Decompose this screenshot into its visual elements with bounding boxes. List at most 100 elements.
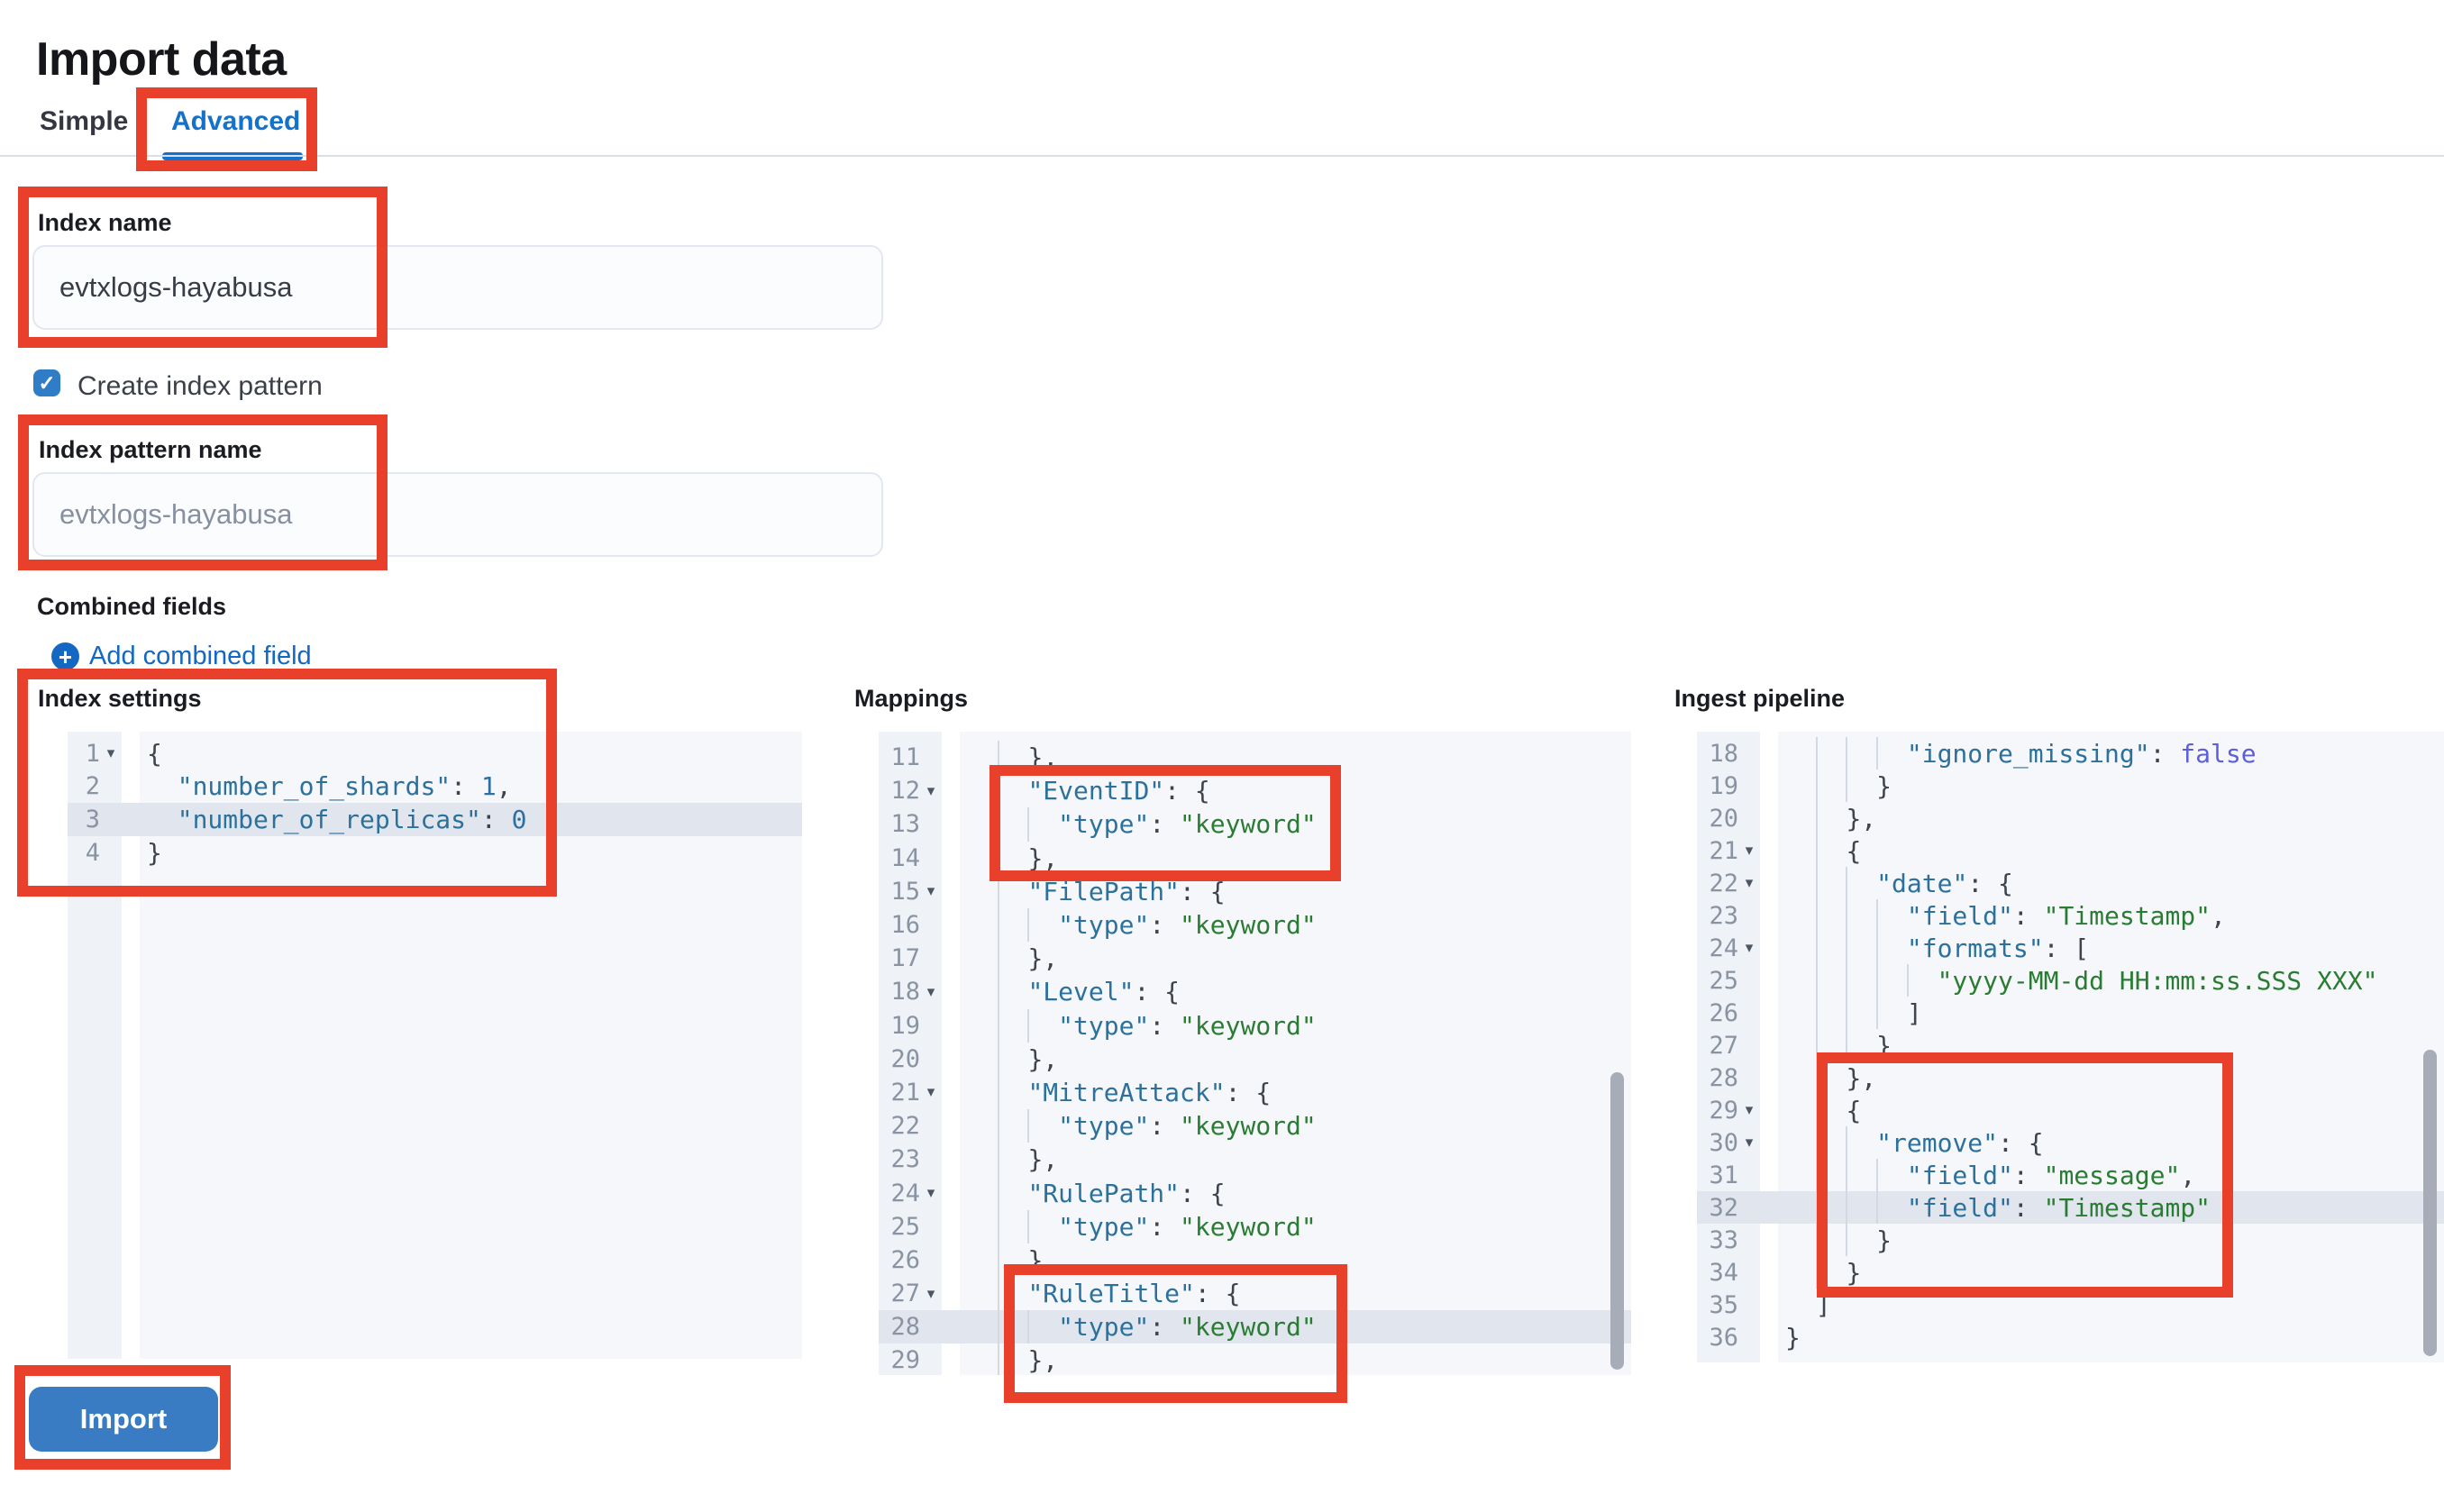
code-line[interactable]: 21▾ "MitreAttack": { — [879, 1075, 1631, 1110]
line-number: 19 — [1709, 771, 1738, 800]
code-line[interactable]: 25 "type": "keyword" — [879, 1209, 1631, 1243]
code-line[interactable]: 25 "yyyy-MM-dd HH:mm:ss.SSS XXX" — [1697, 964, 2444, 997]
code-line[interactable]: 15▾ "FilePath": { — [879, 874, 1631, 908]
code-line[interactable]: 29▾ { — [1697, 1094, 2444, 1126]
code-line[interactable]: 29 }, — [879, 1343, 1631, 1375]
code-line[interactable]: 22 "type": "keyword" — [879, 1109, 1631, 1143]
code-line[interactable]: 11 }, — [879, 741, 1631, 775]
line-number: 18 — [890, 978, 920, 1006]
code-line[interactable]: 28 }, — [1697, 1061, 2444, 1094]
create-index-pattern-label[interactable]: Create index pattern — [78, 371, 323, 401]
line-number: 26 — [890, 1245, 920, 1274]
line-number: 21 — [890, 1078, 920, 1107]
code-line[interactable]: 16 "type": "keyword" — [879, 907, 1631, 943]
line-number: 24 — [1709, 934, 1738, 962]
fold-arrow-icon[interactable]: ▾ — [926, 1184, 935, 1202]
code-line[interactable]: 20 }, — [879, 1042, 1631, 1076]
line-number: 31 — [1709, 1161, 1738, 1189]
fold-arrow-icon[interactable]: ▾ — [926, 781, 935, 799]
index-settings-editor[interactable]: 1▾{2 "number_of_shards": 1,3 "number_of_… — [68, 732, 802, 1359]
check-icon: ✓ — [38, 370, 56, 395]
fold-arrow-icon[interactable]: ▾ — [926, 882, 935, 900]
mappings-scrollbar-thumb[interactable] — [1610, 1072, 1624, 1370]
tab-advanced[interactable]: Advanced — [171, 106, 301, 136]
line-number: 20 — [1709, 804, 1738, 833]
fold-arrow-icon[interactable]: ▾ — [1745, 939, 1754, 956]
code-line[interactable]: 4} — [68, 836, 802, 870]
code-line[interactable]: 36} — [1697, 1321, 2444, 1353]
line-number: 16 — [890, 911, 920, 940]
combined-fields-label: Combined fields — [37, 593, 227, 620]
line-number: 28 — [890, 1313, 920, 1342]
code-line[interactable]: 1▾{ — [68, 737, 802, 770]
line-number: 27 — [890, 1280, 920, 1308]
code-line[interactable]: 22▾ "date": { — [1697, 867, 2444, 899]
code-line[interactable]: 30▾ "remove": { — [1697, 1126, 2444, 1159]
line-number: 28 — [1709, 1063, 1738, 1092]
line-number: 21 — [1709, 836, 1738, 865]
code-line[interactable]: 12▾ "EventID": { — [879, 774, 1631, 808]
code-line[interactable]: 19 } — [1697, 770, 2444, 802]
code-line[interactable]: 20 }, — [1697, 802, 2444, 834]
code-line[interactable]: 34 } — [1697, 1256, 2444, 1289]
code-line[interactable]: 27 } — [1697, 1029, 2444, 1061]
fold-arrow-icon[interactable]: ▾ — [926, 982, 935, 1000]
fold-arrow-icon[interactable]: ▾ — [926, 1083, 935, 1101]
mappings-editor[interactable]: 11 },12▾ "EventID": {13 "type": "keyword… — [879, 732, 1631, 1375]
code-line[interactable]: 35 ] — [1697, 1289, 2444, 1321]
line-number: 19 — [890, 1011, 920, 1040]
code-line[interactable]: 32 "field": "Timestamp" — [1697, 1191, 2444, 1224]
fold-arrow-icon[interactable]: ▾ — [1745, 1134, 1754, 1151]
code-line[interactable]: 21▾ { — [1697, 834, 2444, 867]
code-line[interactable]: 18 "ignore_missing": false — [1697, 737, 2444, 770]
line-number: 1 — [85, 739, 100, 768]
fold-arrow-icon[interactable]: ▾ — [106, 744, 115, 762]
fold-arrow-icon[interactable]: ▾ — [1745, 842, 1754, 859]
import-button[interactable]: Import — [29, 1387, 218, 1452]
tab-simple[interactable]: Simple — [40, 106, 129, 136]
editor-gutter — [68, 732, 122, 1359]
index-pattern-name-input[interactable] — [32, 472, 883, 557]
line-number: 32 — [1709, 1193, 1738, 1222]
line-number: 25 — [1709, 966, 1738, 995]
line-number: 27 — [1709, 1031, 1738, 1060]
create-index-pattern-checkbox[interactable]: ✓ — [33, 369, 60, 396]
line-number: 13 — [890, 810, 920, 839]
code-line[interactable]: 18▾ "Level": { — [879, 975, 1631, 1009]
code-line[interactable]: 26 }, — [879, 1243, 1631, 1277]
code-line[interactable]: 33 } — [1697, 1224, 2444, 1256]
plus-icon: + — [51, 642, 79, 670]
add-combined-field-link[interactable]: + Add combined field — [51, 642, 312, 671]
line-number: 18 — [1709, 739, 1738, 768]
fold-arrow-icon[interactable]: ▾ — [926, 1284, 935, 1302]
line-number: 34 — [1709, 1258, 1738, 1287]
line-number: 36 — [1709, 1323, 1738, 1352]
line-number: 20 — [890, 1044, 920, 1073]
line-number: 11 — [890, 743, 920, 772]
code-line[interactable]: 17 }, — [879, 942, 1631, 976]
code-line[interactable]: 3 "number_of_replicas": 0 — [68, 803, 802, 836]
code-line[interactable]: 26 ] — [1697, 997, 2444, 1029]
index-name-input[interactable] — [32, 245, 883, 330]
code-line[interactable]: 19 "type": "keyword" — [879, 1008, 1631, 1043]
code-line[interactable]: 2 "number_of_shards": 1, — [68, 770, 802, 804]
line-number: 26 — [1709, 998, 1738, 1027]
code-line[interactable]: 28 "type": "keyword" — [879, 1310, 1631, 1344]
code-line[interactable]: 24▾ "RulePath": { — [879, 1176, 1631, 1210]
code-line[interactable]: 27▾ "RuleTitle": { — [879, 1277, 1631, 1311]
line-number: 12 — [890, 777, 920, 806]
code-line[interactable]: 23 }, — [879, 1143, 1631, 1177]
line-number: 30 — [1709, 1128, 1738, 1157]
code-line[interactable]: 14 }, — [879, 841, 1631, 875]
fold-arrow-icon[interactable]: ▾ — [1745, 1101, 1754, 1118]
fold-arrow-icon[interactable]: ▾ — [1745, 874, 1754, 891]
page-title: Import data — [36, 33, 287, 86]
code-line[interactable]: 31 "field": "message", — [1697, 1159, 2444, 1191]
ingest-pipeline-scrollbar-thumb[interactable] — [2423, 1050, 2437, 1356]
editor-gutter — [879, 732, 942, 1375]
code-line[interactable]: 13 "type": "keyword" — [879, 807, 1631, 842]
code-line[interactable]: 24▾ "formats": [ — [1697, 932, 2444, 964]
code-line[interactable]: 23 "field": "Timestamp", — [1697, 899, 2444, 932]
